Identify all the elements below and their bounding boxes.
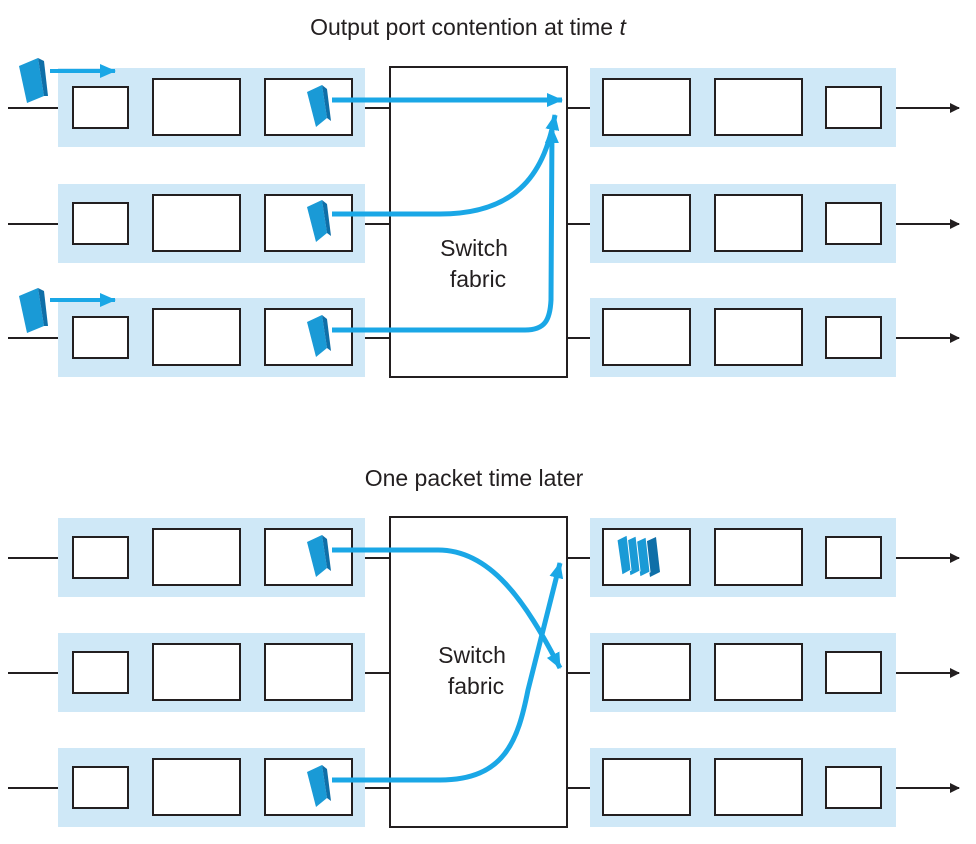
flow-arrow (332, 127, 559, 333)
packet-icon (19, 58, 48, 103)
output-queue-slot (825, 316, 882, 359)
flow-arrow (332, 547, 563, 670)
input-port-3 (8, 748, 390, 827)
switch-fabric-label: Switch (438, 642, 506, 668)
input-queue-slot (72, 86, 129, 129)
output-queue-slot (825, 651, 882, 694)
input-queue-slot (264, 308, 353, 366)
panel-title-bottom: One packet time later (365, 465, 584, 491)
packet-icon (307, 200, 331, 242)
input-queue-slot (152, 194, 241, 252)
output-port-3 (567, 748, 960, 827)
packet-icon (307, 535, 331, 577)
input-queue-slot (264, 528, 353, 586)
input-queue-slot (264, 78, 353, 136)
packet-icon (307, 765, 331, 807)
output-queue-slot (714, 308, 803, 366)
input-port-1 (8, 518, 390, 597)
input-queue-slot (264, 194, 353, 252)
output-queue-slot (714, 78, 803, 136)
input-queue-slot (152, 308, 241, 366)
input-queue-slot (72, 316, 129, 359)
input-port-3 (8, 298, 390, 377)
output-queue-slot (714, 194, 803, 252)
output-queue-slot (602, 78, 691, 136)
output-port-3 (567, 298, 960, 377)
output-queue-slot (602, 194, 691, 252)
input-queue-slot (72, 651, 129, 694)
output-port-1 (567, 68, 960, 147)
output-queue-slot (825, 536, 882, 579)
output-port-2 (567, 184, 960, 263)
switch-fabric-label: fabric (450, 266, 506, 292)
input-queue-slot (152, 643, 241, 701)
queued-packets-icon (616, 534, 660, 578)
panel-title-top: Output port contention at time t (310, 14, 627, 40)
output-queue-slot (602, 758, 691, 816)
packet-icon (19, 288, 48, 333)
input-port-2 (8, 184, 390, 263)
output-queue-slot (825, 202, 882, 245)
input-queue-slot (152, 528, 241, 586)
input-queue-slot (72, 202, 129, 245)
panel-bottom: One packet time later S (8, 465, 960, 828)
output-queue-slot (714, 758, 803, 816)
input-queue-slot (72, 536, 129, 579)
flow-arrow (332, 562, 564, 783)
input-port-2 (8, 633, 390, 712)
input-queue-slot (264, 643, 353, 701)
output-queue-slot (714, 528, 803, 586)
input-port-1 (8, 68, 390, 147)
output-queue-slot (825, 766, 882, 809)
packet-icon (307, 85, 331, 127)
switch-fabric-label: Switch (440, 235, 508, 261)
panel-top: Output port contention at time t (8, 14, 960, 378)
output-queue-slot (602, 308, 691, 366)
input-queue-slot (152, 758, 241, 816)
input-queue-slot (72, 766, 129, 809)
input-queue-slot (264, 758, 353, 816)
output-port-2 (567, 633, 960, 712)
switch-fabric-label: fabric (448, 673, 504, 699)
output-queue-slot (825, 86, 882, 129)
packet-icon (307, 315, 331, 357)
output-queue-slot (714, 643, 803, 701)
input-queue-slot (152, 78, 241, 136)
output-queue-slot (602, 643, 691, 701)
